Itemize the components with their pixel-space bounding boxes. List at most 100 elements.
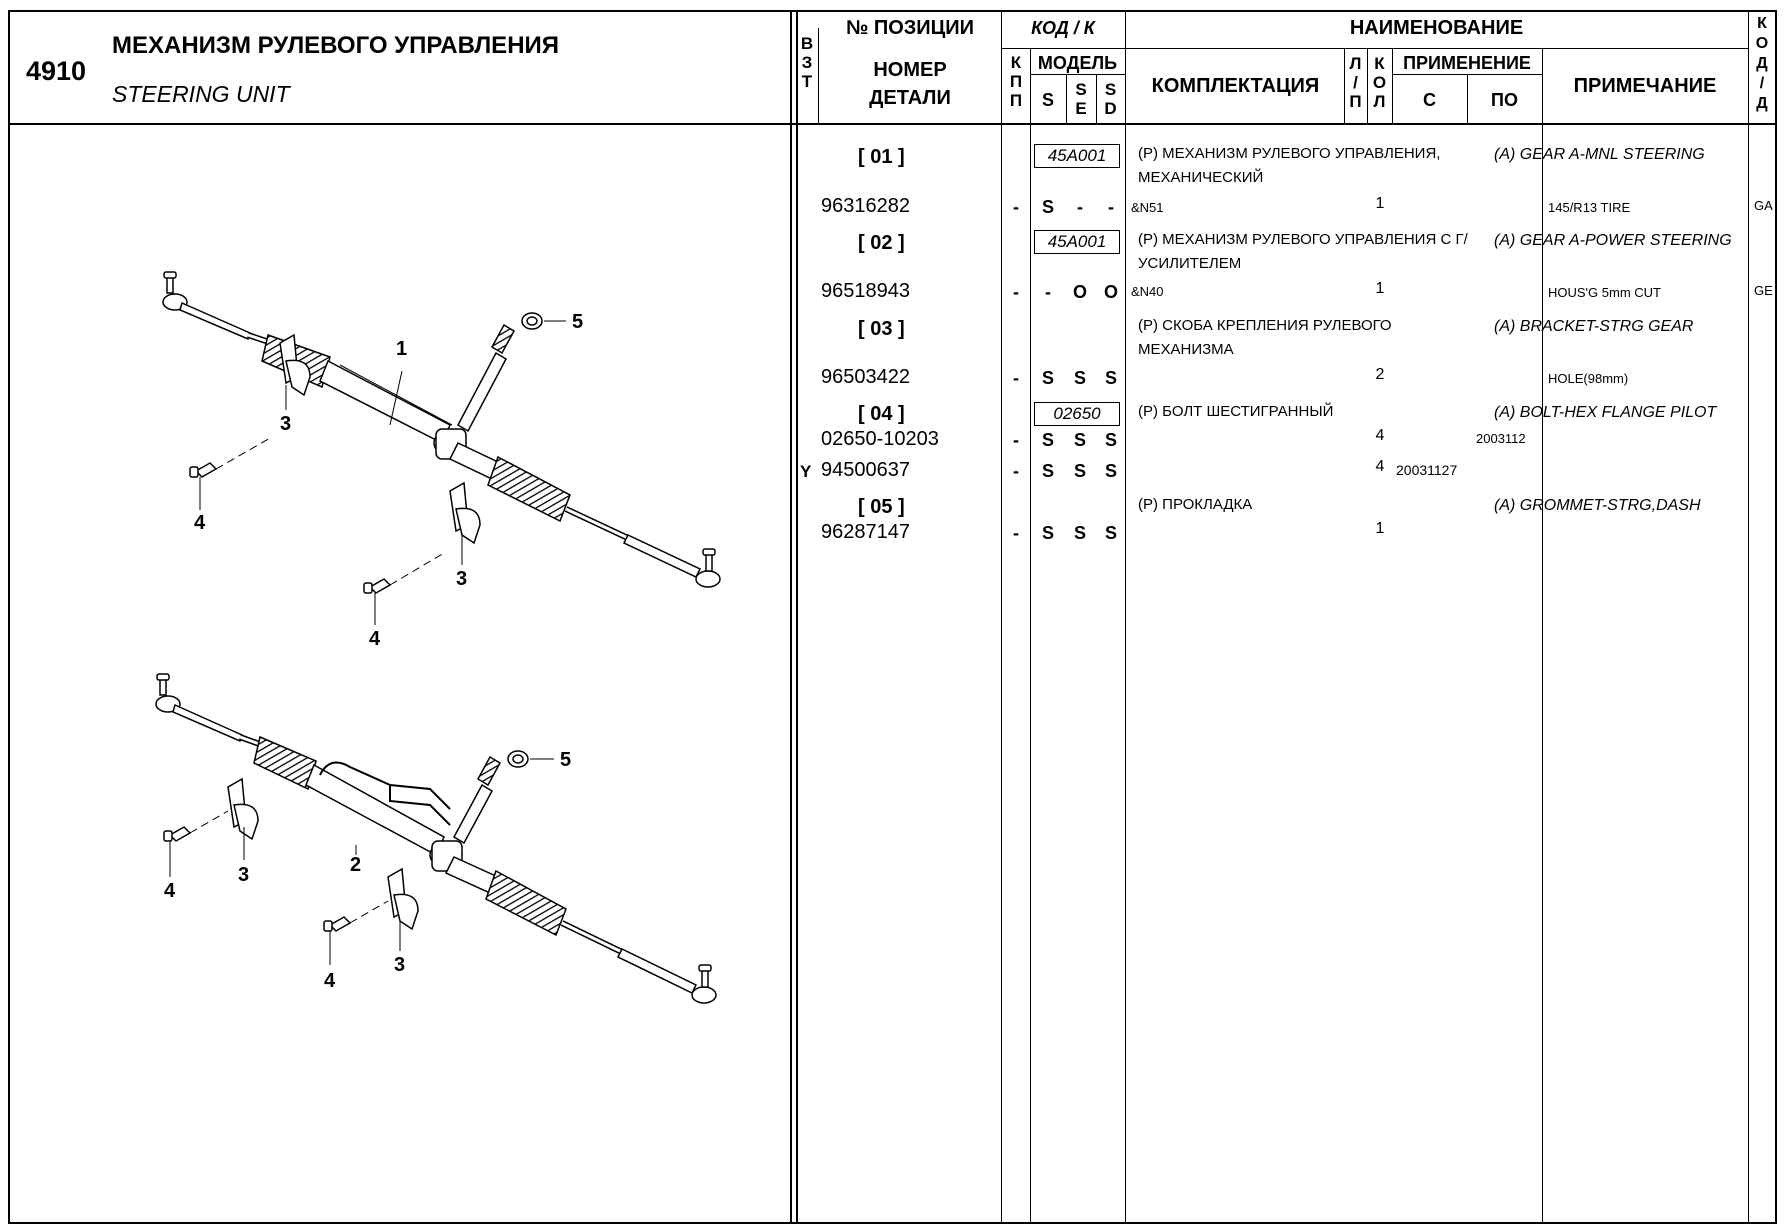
- model-sd-96316282: -: [1108, 197, 1114, 217]
- position-02: [ 02 ]: [858, 232, 905, 254]
- callout-3-bottom-a: 3: [238, 864, 249, 886]
- callout-4-top-a: 4: [194, 512, 206, 534]
- qty-96503422: 2: [1375, 366, 1385, 383]
- model-sd-96518943: O: [1103, 282, 1118, 302]
- header-mid-rule: [1001, 48, 1748, 49]
- frame-right: [1775, 10, 1777, 1223]
- from-94500637: 20031127: [1396, 462, 1458, 478]
- model-sd-02650-10203: S: [1104, 430, 1117, 450]
- kod-96518943: GE: [1754, 283, 1773, 298]
- kpp-02650-10203: -: [1013, 430, 1019, 450]
- header-part-line2: ДЕТАЛИ: [869, 87, 951, 109]
- power-steering-rack-drawing: [155, 673, 717, 1004]
- header-model: МОДЕЛЬ: [1037, 53, 1118, 73]
- part-number-96518943: 96518943: [821, 280, 910, 302]
- callout-4-bottom-a: 4: [164, 880, 176, 902]
- qty-02650-10203: 4: [1375, 427, 1385, 444]
- steering-rack-diagram: 1 5 3 4 3 4: [155, 271, 721, 1004]
- frame-bottom: [8, 1222, 1777, 1224]
- model-se-02650-10203: S: [1073, 430, 1086, 450]
- model-sd-94500637: S: [1104, 461, 1117, 481]
- part-number-96316282: 96316282: [821, 195, 910, 217]
- col-to-right: [1542, 48, 1543, 1223]
- header-kit: КОМПЛЕКТАЦИЯ: [1151, 75, 1320, 97]
- kit-96518943: &N40: [1131, 284, 1164, 299]
- callout-3-top-b: 3: [456, 568, 467, 590]
- col-s-right: [1066, 74, 1067, 123]
- description-ru-02: (Р) МЕХАНИЗМ РУЛЕВОГО УПРАВЛЕНИЯ С Г/УСИ…: [1138, 231, 1468, 272]
- kpp-96503422: -: [1013, 368, 1019, 388]
- callout-1-top: 1: [396, 338, 407, 360]
- callout-2-bottom: 2: [350, 854, 361, 876]
- header-position: № ПОЗИЦИИ: [845, 17, 975, 39]
- header-from: С: [1423, 90, 1436, 110]
- to-02650-10203: 2003112: [1476, 431, 1526, 446]
- header-code: КОД / К: [1031, 18, 1095, 38]
- callout-5-top: 5: [572, 311, 583, 333]
- col-lp-right: [1367, 48, 1368, 123]
- header-to: ПО: [1491, 90, 1518, 110]
- col-part-right: [1001, 10, 1002, 1223]
- note-96316282: 145/R13 TIRE: [1548, 200, 1631, 215]
- model-s-94500637: S: [1041, 461, 1054, 481]
- code-box-02: 45A001: [1034, 230, 1120, 254]
- description-ru-04: (Р) БОЛТ ШЕСТИГРАННЫЙ: [1138, 403, 1334, 420]
- description-en-01: (A) GEAR A-MNL STEERING: [1494, 146, 1705, 163]
- model-s-96287147: S: [1041, 523, 1054, 543]
- code-box-01: 45A001: [1034, 144, 1120, 168]
- description-ru-05: (Р) ПРОКЛАДКА: [1138, 496, 1253, 513]
- callout-5-bottom: 5: [560, 749, 571, 771]
- header-note: ПРИМЕЧАНИЕ: [1573, 75, 1717, 97]
- col-se-right: [1096, 74, 1097, 123]
- application-sub-rule: [1392, 74, 1542, 75]
- page-title-ru: МЕХАНИЗМ РУЛЕВОГО УПРАВЛЕНИЯ: [112, 32, 560, 59]
- model-s-96503422: S: [1041, 368, 1054, 388]
- model-se-96503422: S: [1073, 368, 1086, 388]
- description-ru-01: (Р) МЕХАНИЗМ РУЛЕВОГО УПРАВЛЕНИЯ, МЕХАНИ…: [1138, 145, 1441, 186]
- qty-96316282: 1: [1375, 195, 1385, 212]
- model-sd-96503422: S: [1104, 368, 1117, 388]
- kpp-96316282: -: [1013, 197, 1019, 217]
- frame-left: [8, 10, 10, 1223]
- header-part-line1: НОМЕР: [873, 59, 947, 81]
- part-number-96287147: 96287147: [821, 521, 910, 543]
- kpp-96518943: -: [1013, 282, 1019, 302]
- header-name: НАИМЕНОВАНИЕ: [1349, 17, 1524, 39]
- callout-3-top-a: 3: [280, 413, 291, 435]
- page-title-en: STEERING UNIT: [112, 81, 290, 107]
- divider-right: [796, 10, 798, 1223]
- kpp-96287147: -: [1013, 523, 1019, 543]
- kpp-94500637: -: [1013, 461, 1019, 481]
- model-s-96316282: S: [1041, 197, 1054, 217]
- model-se-96316282: -: [1077, 197, 1083, 217]
- model-sd-96287147: S: [1104, 523, 1117, 543]
- description-en-02: (A) GEAR A-POWER STEERING: [1494, 232, 1732, 249]
- header-model-s: S: [1041, 90, 1054, 110]
- position-05: [ 05 ]: [858, 496, 905, 518]
- col-qty-right: [1392, 48, 1393, 123]
- callout-4-bottom-b: 4: [324, 970, 336, 992]
- position-01: [ 01 ]: [858, 146, 905, 168]
- position-03: [ 03 ]: [858, 318, 905, 340]
- header-lp: Л/П: [1349, 54, 1362, 111]
- frame-top: [8, 10, 1777, 12]
- position-04: [ 04 ]: [858, 403, 905, 425]
- model-se-96287147: S: [1073, 523, 1086, 543]
- callout-4-top-b: 4: [369, 628, 381, 650]
- model-se-94500637: S: [1073, 461, 1086, 481]
- qty-94500637: 4: [1375, 458, 1385, 475]
- section-number: 4910: [26, 56, 87, 86]
- manual-steering-rack-drawing: [162, 271, 721, 594]
- description-en-04: (A) BOLT-HEX FLANGE PILOT: [1494, 404, 1717, 421]
- vzt-94500637: Y: [800, 462, 812, 481]
- model-sub-rule: [1030, 74, 1125, 75]
- model-s-02650-10203: S: [1041, 430, 1054, 450]
- description-en-05: (A) GROMMET-STRG,DASH: [1494, 497, 1701, 514]
- part-number-94500637: 94500637: [821, 459, 910, 481]
